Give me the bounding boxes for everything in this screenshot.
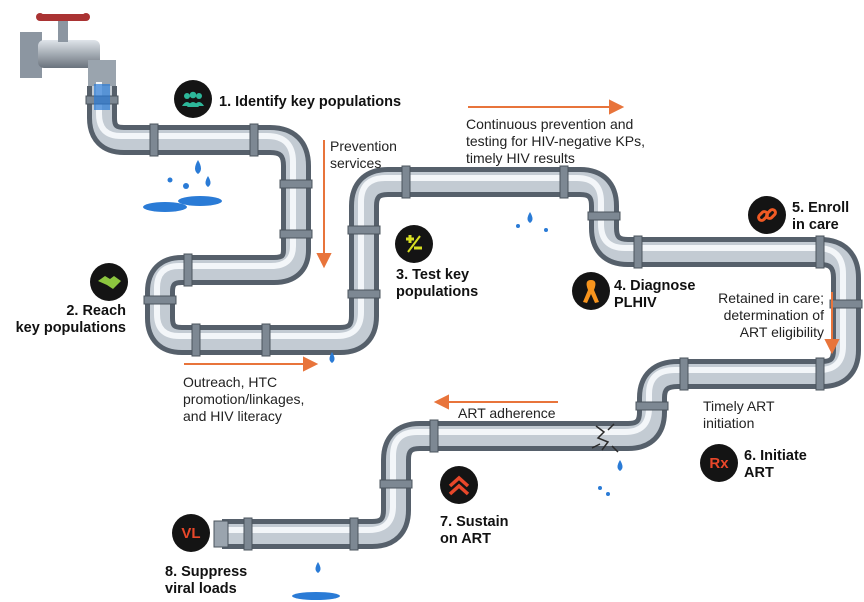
- note-timely-art: Timely ART initiation: [703, 398, 775, 431]
- ribbon-icon: [572, 272, 610, 310]
- note-art-adherence: ART adherence: [458, 405, 556, 421]
- step-1-label: 1. Identify key populations: [219, 94, 402, 110]
- note-continuous-prevention: Continuous prevention and testing for HI…: [466, 116, 645, 166]
- step-4-label: 4. Diagnose PLHIV: [614, 278, 696, 311]
- rx-icon: Rx: [700, 444, 738, 482]
- step-6-label: 6. Initiate ART: [744, 448, 807, 481]
- faucet-icon: [20, 13, 116, 86]
- flow-arrows: [184, 99, 840, 410]
- step-2-label: 2. Reach key populations: [15, 303, 126, 336]
- plus-minus-icon: [395, 225, 433, 263]
- people-icon: [174, 80, 212, 118]
- pipe-crack: [591, 423, 619, 453]
- note-retained-in-care: Retained in care; determination of ART e…: [718, 290, 824, 340]
- pipe-end-nozzle: [213, 520, 229, 548]
- chevron-up-icon: [440, 466, 478, 504]
- link-icon: [748, 196, 786, 234]
- step-3-label: 3. Test key populations: [396, 267, 479, 300]
- note-prevention-services: Prevention services: [330, 138, 397, 171]
- step-5-label: 5. Enroll in care: [792, 200, 850, 233]
- vl-icon: VL: [172, 514, 210, 552]
- step-8-label: 8. Suppress viral loads: [165, 564, 248, 597]
- step-7-label: 7. Sustain on ART: [440, 514, 509, 547]
- handshake-icon: [90, 263, 128, 301]
- main-pipe-shine: [96, 82, 846, 533]
- note-outreach: Outreach, HTC promotion/linkages, and HI…: [183, 374, 305, 424]
